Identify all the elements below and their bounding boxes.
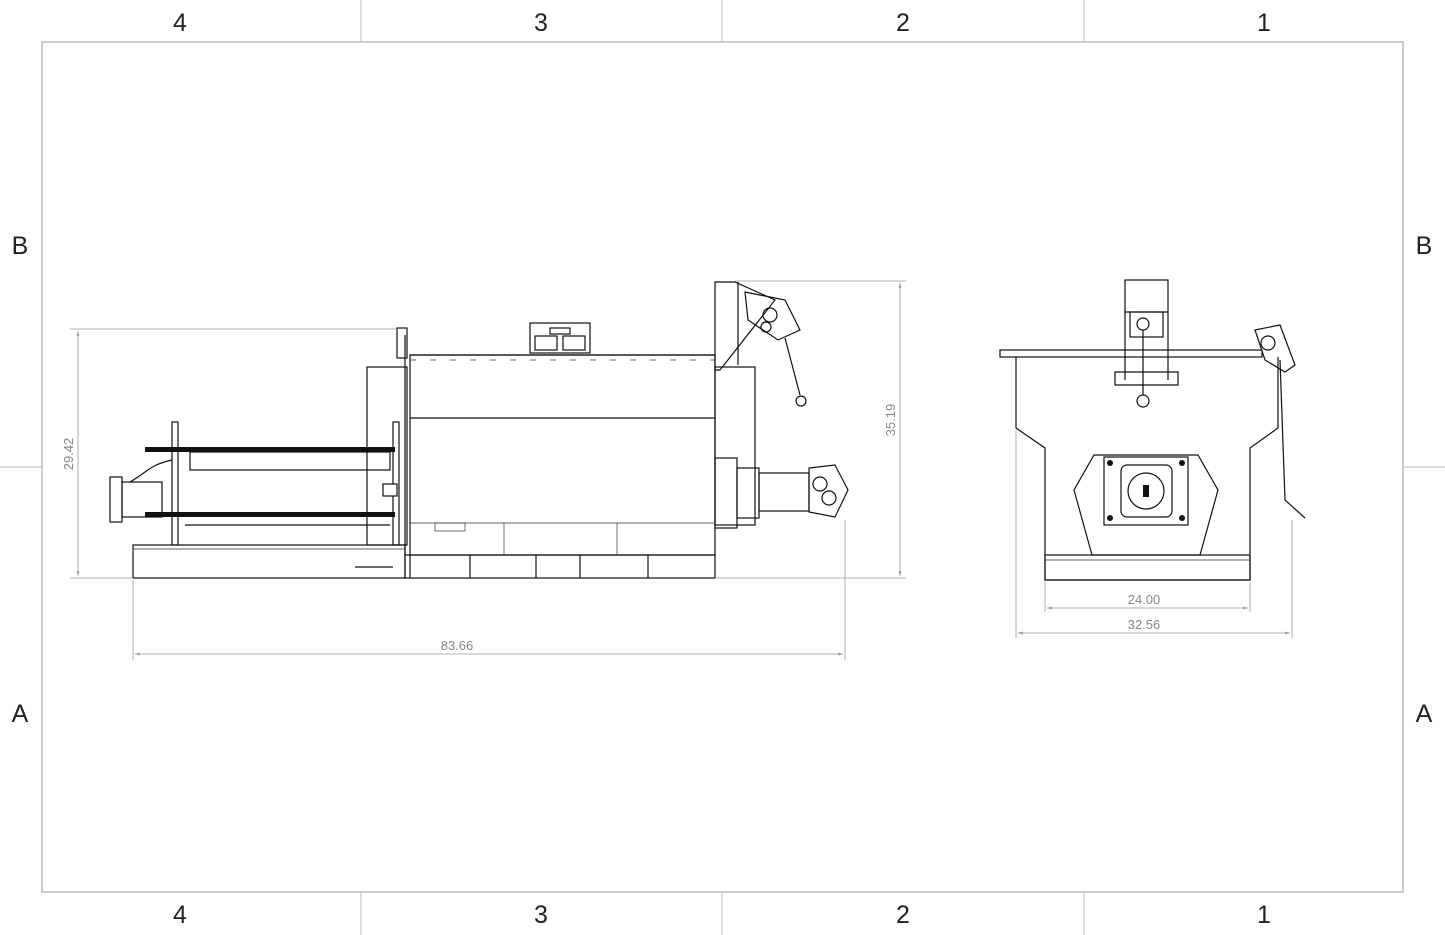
motor-mount-plate [1073, 454, 1219, 556]
dimension-label: 32.56 [1128, 617, 1161, 632]
zone-label: 3 [534, 901, 548, 929]
side-view: 29.42 35.19 83.66 [61, 280, 906, 660]
hopper-body [396, 327, 716, 556]
dimension-base-width: 24.00 [1044, 582, 1251, 612]
dimension-overall-width: 32.56 [1015, 430, 1293, 638]
zone-label: 2 [896, 9, 910, 37]
rear-panel [366, 366, 408, 546]
base-blocks [404, 554, 716, 579]
dimension-length: 83.66 [132, 520, 846, 660]
dimension-label: 35.19 [883, 404, 898, 437]
base-skid [132, 544, 406, 579]
zone-label: 2 [896, 901, 910, 929]
dimension-label: 29.42 [61, 438, 76, 471]
zone-label: B [12, 232, 29, 260]
feed-cylinder-assembly [109, 421, 400, 546]
motor-face [1107, 460, 1185, 521]
dimension-label: 24.00 [1128, 592, 1161, 607]
front-view: 24.00 32.56 [999, 279, 1306, 638]
front-panel [714, 366, 756, 526]
zone-label: 3 [534, 9, 548, 37]
zone-labels-top: 4 3 2 1 [173, 9, 1271, 37]
dimension-height-overall: 29.42 [61, 328, 397, 579]
zone-label: 4 [173, 9, 187, 37]
zone-labels-side: B A B A [12, 232, 1433, 728]
hydraulic-motor [714, 457, 849, 529]
zone-label: 4 [173, 901, 187, 929]
side-valve [1254, 324, 1306, 519]
zone-labels-bottom: 4 3 2 1 [173, 901, 1271, 929]
zone-label: A [1416, 700, 1433, 728]
control-valve [714, 281, 807, 407]
valve-tower [1114, 279, 1179, 408]
top-control-box [529, 322, 591, 354]
dimension-height-valve: 35.19 [715, 280, 906, 579]
dimension-label: 83.66 [441, 638, 474, 653]
zone-label: B [1416, 232, 1433, 260]
zone-label: 1 [1257, 9, 1271, 37]
zone-label: 1 [1257, 901, 1271, 929]
zone-label: A [12, 700, 29, 728]
